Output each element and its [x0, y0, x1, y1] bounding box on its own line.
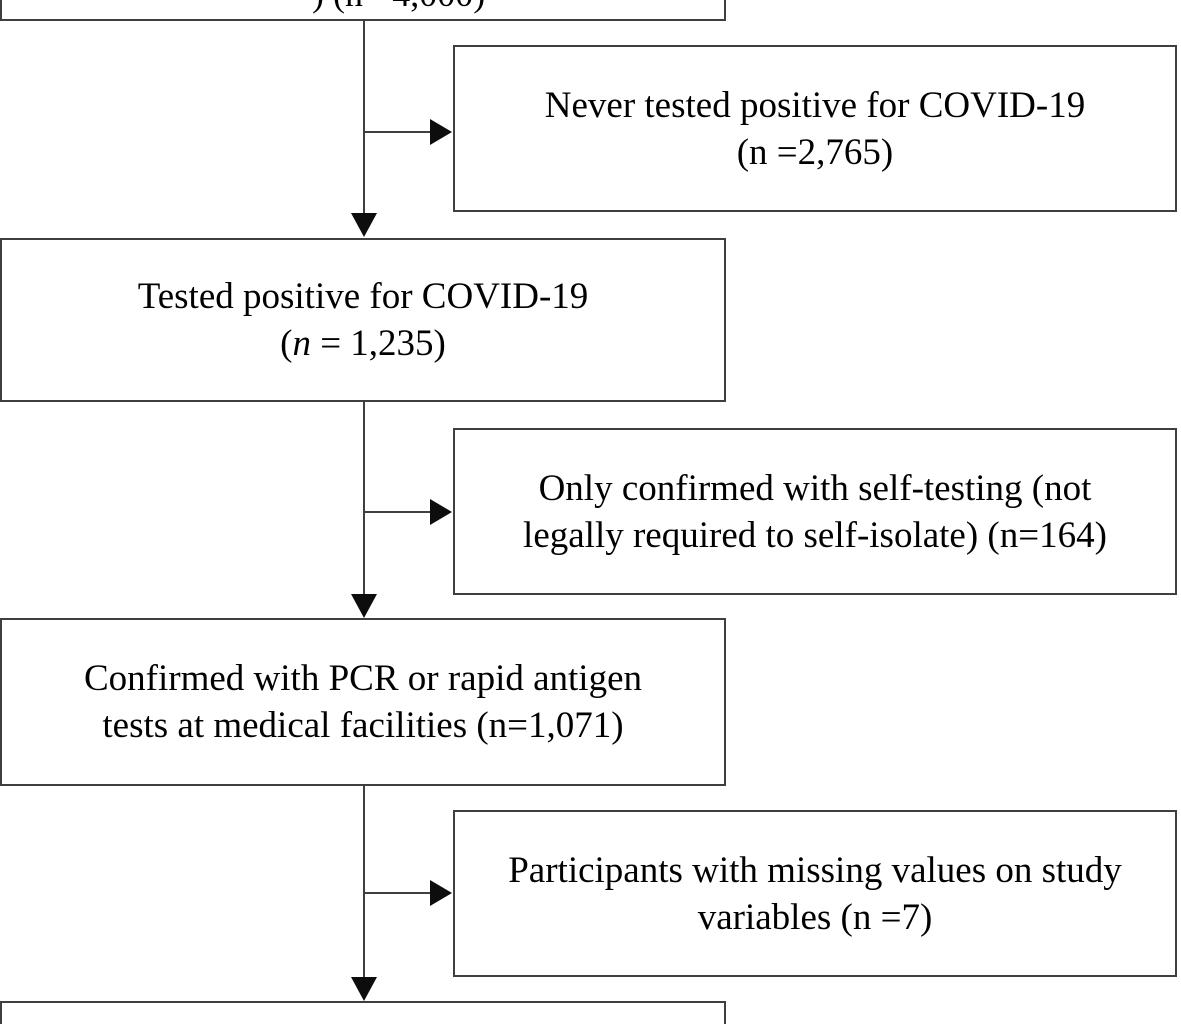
tested-positive-line1: Tested positive for COVID-19	[137, 276, 589, 317]
confirmed-pcr-line1: Confirmed with PCR or rapid antigen	[83, 658, 643, 699]
tested-positive-box: Tested positive for COVID-19 (n = 1,235)	[0, 238, 726, 402]
connector-vertical-3	[363, 785, 365, 979]
connector-branch-2	[364, 511, 432, 513]
connector-vertical-2	[363, 402, 365, 596]
missing-values-line2: variables (n =7)	[697, 896, 933, 938]
top-box-clipped-text: ) (n =4,000)	[312, 0, 485, 15]
connector-branch-1	[364, 131, 432, 133]
missing-values-box: Participants with missing values on stud…	[453, 810, 1177, 977]
self-testing-line2: legally required to self-isolate) (n=164…	[523, 514, 1107, 556]
arrowhead-right-icon	[430, 119, 452, 145]
top-box-partial: ) (n =4,000)	[0, 0, 726, 21]
arrowhead-down-icon	[351, 594, 377, 618]
arrowhead-down-icon	[351, 977, 377, 1001]
never-tested-line1: Never tested positive for COVID-19	[544, 84, 1086, 126]
arrowhead-down-icon	[351, 213, 377, 237]
connector-branch-3	[364, 892, 432, 894]
never-tested-line2: (n =2,765)	[736, 131, 894, 173]
missing-values-line1: Participants with missing values on stud…	[508, 849, 1122, 891]
confirmed-pcr-line2: tests at medical facilities (n=1,071)	[102, 705, 624, 746]
connector-vertical-1	[363, 21, 365, 215]
n-variable: n	[292, 323, 311, 364]
arrowhead-right-icon	[430, 880, 452, 906]
paren-open: (	[280, 323, 293, 364]
self-testing-line1: Only confirmed with self-testing (not	[538, 467, 1092, 509]
never-tested-positive-box: Never tested positive for COVID-19 (n =2…	[453, 45, 1177, 212]
bottom-box-partial	[0, 1001, 726, 1024]
arrowhead-right-icon	[430, 499, 452, 525]
self-testing-only-box: Only confirmed with self-testing (not le…	[453, 428, 1177, 595]
n-value: = 1,235)	[310, 323, 446, 364]
tested-positive-line2: (n = 1,235)	[280, 320, 446, 367]
confirmed-pcr-box: Confirmed with PCR or rapid antigen test…	[0, 618, 726, 786]
